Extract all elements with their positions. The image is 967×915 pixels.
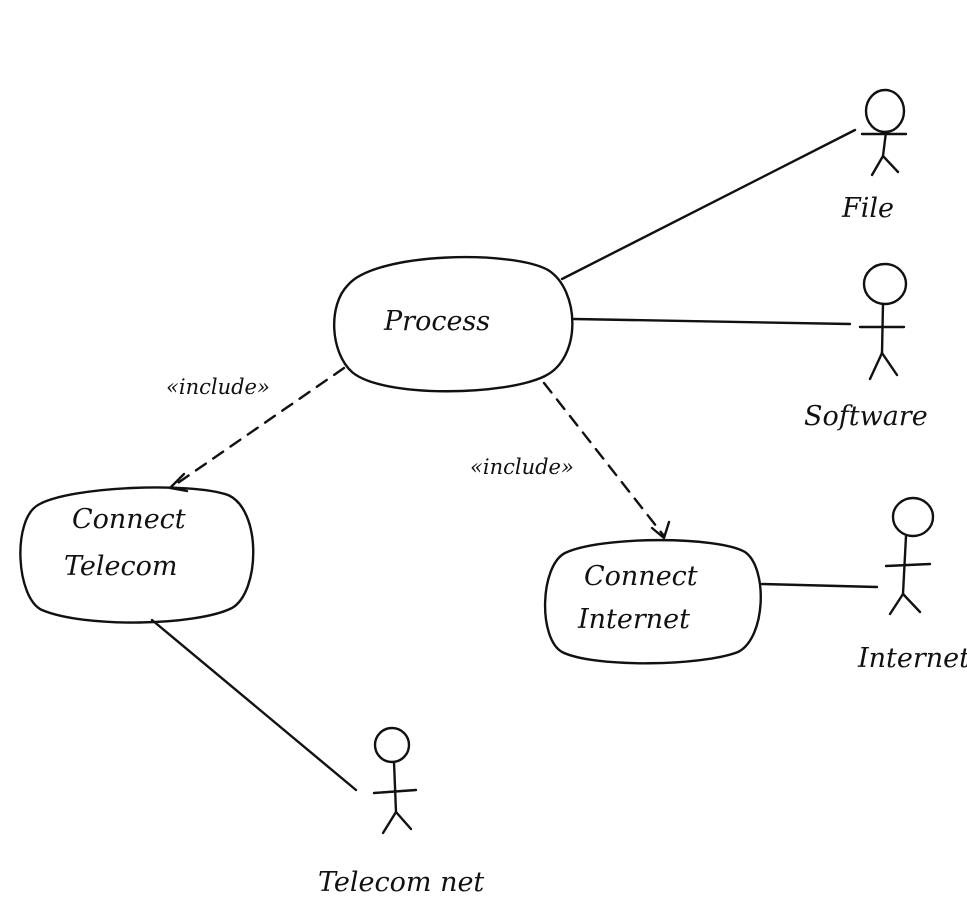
usecase-process: Process [332,255,574,393]
association-telecom-usecase-actor [150,618,358,792]
actor-software-label: Software [804,401,928,432]
stick-figure-icon [858,262,908,381]
usecase-connect-telecom-line1: Connect [72,504,186,535]
usecase-process-label: Process [383,306,490,337]
usecase-connect-internet: Connect Internet [543,538,762,665]
usecase-connect-telecom-line2: Telecom [64,551,177,582]
usecase-connect-internet-line1: Connect [584,561,698,592]
actor-telecom-net: Telecom net [318,726,484,898]
actor-internet-label: Internet [857,643,967,674]
include-dependency-internet [542,381,671,540]
actor-telecom-net-label: Telecom net [318,867,484,898]
stick-figure-icon [372,726,418,835]
usecase-connect-internet-line2: Internet [577,604,690,635]
actor-software: Software [804,262,928,432]
stick-figure-icon [860,88,908,177]
association-process-software [572,317,852,326]
actor-file-label: File [841,193,894,224]
stick-figure-icon [884,496,935,616]
association-internet-usecase-actor [760,582,879,589]
actor-file: File [841,88,908,224]
include-stereotype-left: «include» [166,375,270,399]
include-stereotype-right: «include» [470,455,574,479]
usecase-connect-telecom: Connect Telecom [19,486,255,624]
association-process-file [560,128,857,281]
actor-internet: Internet [857,496,967,674]
